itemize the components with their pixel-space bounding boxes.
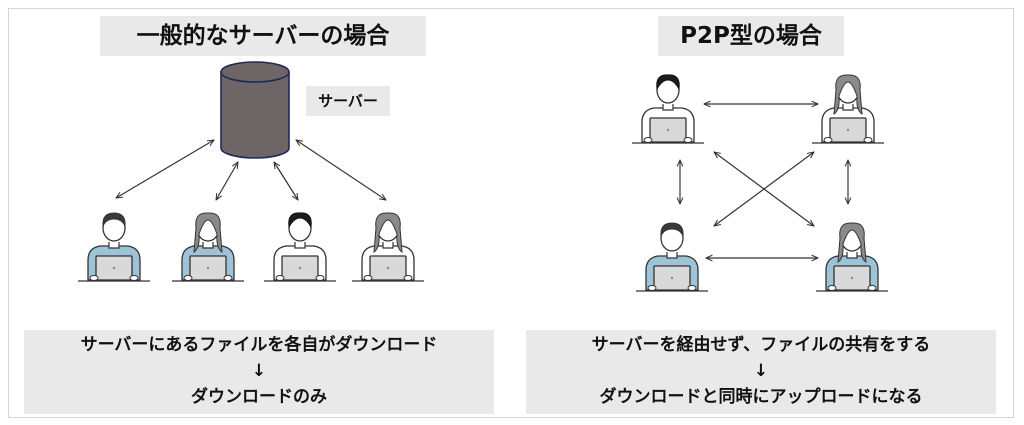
double-arrow-icon [296, 140, 386, 200]
p2p-arrows [680, 104, 848, 258]
left-title: 一般的なサーバーの場合 [100, 16, 426, 56]
right-caption-line1: サーバーを経由せず、ファイルの共有をする [591, 335, 931, 355]
left-caption-line1: サーバーにあるファイルを各自がダウンロード [80, 335, 438, 355]
person-laptop-icon [351, 212, 425, 282]
server-label: サーバー [306, 86, 390, 116]
person-laptop-icon [631, 74, 705, 144]
right-caption: サーバーを経由せず、ファイルの共有をする ↓ ダウンロードと同時にアップロードに… [526, 330, 996, 414]
person-laptop-icon [77, 212, 151, 282]
person-laptop-icon [635, 222, 709, 292]
double-arrow-icon [714, 152, 814, 226]
double-arrow-icon [116, 140, 214, 198]
right-caption-line2: ダウンロードと同時にアップロードになる [599, 387, 923, 407]
double-arrow-icon [274, 162, 298, 200]
right-caption-arrow: ↓ [753, 361, 769, 381]
person-laptop-icon [171, 212, 245, 282]
left-caption-line2: ダウンロードのみ [191, 387, 327, 407]
server-arrows [116, 140, 386, 200]
person-laptop-icon [815, 222, 889, 292]
person-laptop-icon [263, 212, 337, 282]
right-title: P2P型の場合 [658, 16, 844, 56]
left-caption-arrow: ↓ [251, 361, 267, 381]
person-laptop-icon [811, 74, 885, 144]
left-caption: サーバーにあるファイルを各自がダウンロード ↓ ダウンロードのみ [24, 330, 494, 414]
double-arrow-icon [216, 162, 238, 200]
server-cylinder-icon [220, 61, 290, 159]
